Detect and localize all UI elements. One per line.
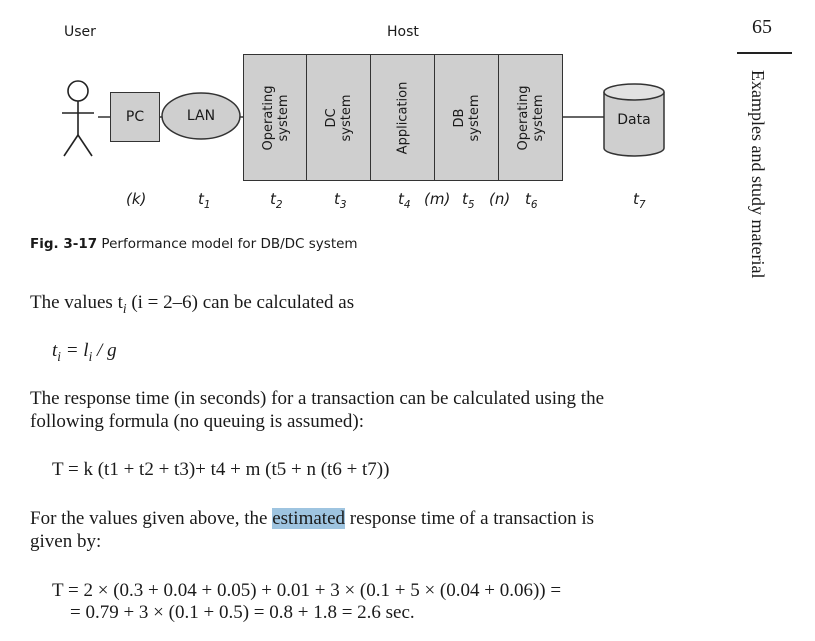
page-number: 65 <box>752 16 772 38</box>
lan-label: LAN <box>186 108 216 124</box>
pc-label: PC <box>125 109 145 125</box>
pc-box: PC <box>110 92 160 142</box>
data-label: Data <box>617 112 651 128</box>
highlighted-word: estimated <box>272 508 345 529</box>
column-application: Application <box>370 54 436 181</box>
paragraph-values: The values ti (i = 2–6) can be calculate… <box>30 292 355 316</box>
label-t4: t4 <box>398 190 411 211</box>
label-m: (m) <box>424 190 451 208</box>
lan-ellipse <box>161 92 241 140</box>
label-t1: t1 <box>198 190 211 211</box>
equation-calculation: T = 2 × (0.3 + 0.04 + 0.05) + 0.01 + 3 ×… <box>52 580 562 623</box>
label-t2: t2 <box>270 190 283 211</box>
equation-response-time: T = k (t1 + t2 + t3)+ t4 + m (t5 + n (t6… <box>52 459 390 480</box>
user-figure-icon <box>62 80 94 157</box>
label-t7: t7 <box>633 190 646 211</box>
label-n: (n) <box>489 190 511 208</box>
label-k: (k) <box>126 190 147 208</box>
figure-caption: Fig. 3-17 Performance model for DB/DC sy… <box>30 236 358 252</box>
host-label: Host <box>387 24 419 40</box>
label-t5: t5 <box>462 190 475 211</box>
paragraph-estimate: For the values given above, the estimate… <box>30 508 595 552</box>
data-cylinder-icon <box>603 83 665 157</box>
figure-connectors <box>62 80 665 157</box>
user-label: User <box>64 24 96 40</box>
label-t3: t3 <box>334 190 347 211</box>
label-t6: t6 <box>525 190 538 211</box>
equation-ti: ti = li / g <box>52 340 117 364</box>
paragraph-response: The response time (in seconds) for a tra… <box>30 388 605 432</box>
header-rule <box>737 52 792 54</box>
